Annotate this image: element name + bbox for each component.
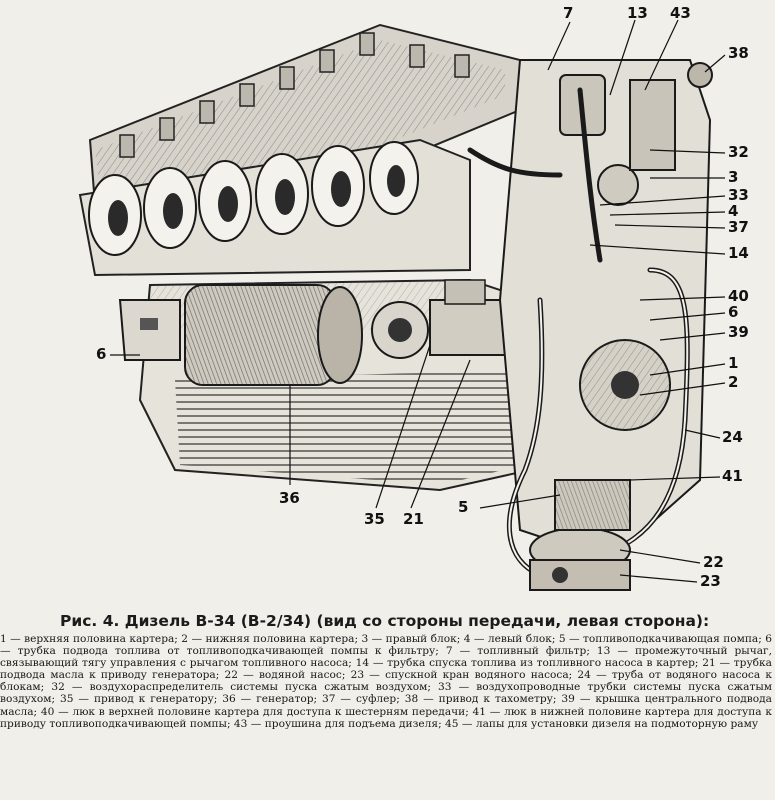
callout-24: 24: [722, 428, 743, 446]
callout-41: 41: [722, 467, 743, 485]
legend-item-6: 6 — трубка подвода топлива от топливопод…: [0, 633, 772, 658]
callout-6-left: 6: [96, 345, 107, 363]
callout-33: 33: [728, 186, 749, 204]
legend-item-39: 39 — крышка центрального подвода масла;: [0, 693, 772, 718]
leader-lines: [110, 19, 726, 583]
legend-item-1: 1 — верхняя половина картера;: [0, 633, 182, 645]
callout-39: 39: [728, 323, 749, 341]
legend-item-23: 23 — спускной кран водяного насоса;: [350, 669, 578, 682]
callout-1: 1: [728, 354, 739, 372]
water-pump: [529, 527, 631, 591]
callout-36: 36: [279, 489, 300, 507]
engine-drawing: [78, 19, 726, 591]
legend-item-36: 36 — генератор;: [222, 693, 322, 706]
callout-4: 4: [728, 202, 739, 220]
callout-23: 23: [700, 572, 721, 590]
gear-housing: [498, 59, 713, 562]
callout-37: 37: [728, 218, 749, 236]
legend-item-7: 7 — топливный фильтр;: [445, 645, 597, 658]
legend-item-4: 4 — левый блок;: [463, 633, 559, 645]
engine-illustration: 7 13 43 38 32 3 33 4 37 14 40 6 39 1 2 2…: [78, 4, 749, 591]
callout-38: 38: [728, 44, 749, 62]
callout-40: 40: [728, 287, 749, 305]
callout-21: 21: [403, 510, 424, 528]
mounting-foot: [118, 299, 181, 361]
legend-item-5: 5 — топливоподкачивающая помпа;: [558, 633, 766, 645]
legend-item-41: 41 — люк в нижней половине картера для д…: [0, 705, 772, 730]
callout-13: 13: [627, 4, 648, 22]
legend-item-33: 33 — воздухопроводные трубки системы пус…: [0, 681, 772, 706]
callout-3: 3: [728, 168, 739, 186]
legend-item-43: 43 — проушина для подъема дизеля;: [233, 717, 446, 730]
generator: [184, 279, 506, 386]
callout-7: 7: [563, 4, 574, 22]
figure-legend: 1 — верхняя половина картера; 2 — нижняя…: [0, 633, 772, 798]
legend-item-21: 21 — трубка подвода масла к приводу гене…: [0, 657, 772, 682]
legend-item-32: 32 — воздухораспределитель системы пуска…: [51, 681, 439, 694]
callout-6-right: 6: [728, 303, 739, 321]
legend-item-14: 14 — трубка спуска топлива из топливного…: [355, 657, 703, 670]
legend-item-13: 13 — промежуточный рычаг, связывающий тя…: [0, 645, 772, 670]
fuel-feed-pump: [554, 479, 631, 531]
left-cylinder-block: [78, 138, 471, 277]
legend-item-2: 2 — нижняя половина картера;: [181, 633, 362, 645]
legend-item-3: 3 — правый блок;: [361, 633, 464, 645]
callout-32: 32: [728, 143, 749, 161]
legend-item-38: 38 — привод к тахометру;: [404, 693, 562, 706]
figure-caption-title: Рис. 4. Дизель В-34 (В-2/34) (вид со сто…: [60, 612, 710, 630]
legend-item-37: 37 — суфлер;: [322, 693, 405, 706]
callout-2: 2: [728, 373, 739, 391]
callout-35: 35: [364, 510, 385, 528]
legend-item-45: 45 — лапы для установки дизеля на подмот…: [445, 717, 759, 730]
legend-item-40: 40 — люк в верхней половине картера для …: [40, 705, 473, 718]
legend-item-22: 22 — водяной насос;: [224, 669, 351, 682]
legend-item-24: 24 — труба от водяного насоса к блокам;: [0, 669, 772, 694]
callout-22: 22: [703, 553, 724, 571]
callout-43: 43: [670, 4, 691, 22]
callout-14: 14: [728, 244, 749, 262]
callout-5: 5: [458, 498, 469, 516]
legend-item-35: 35 — привод к генератору;: [59, 693, 223, 706]
